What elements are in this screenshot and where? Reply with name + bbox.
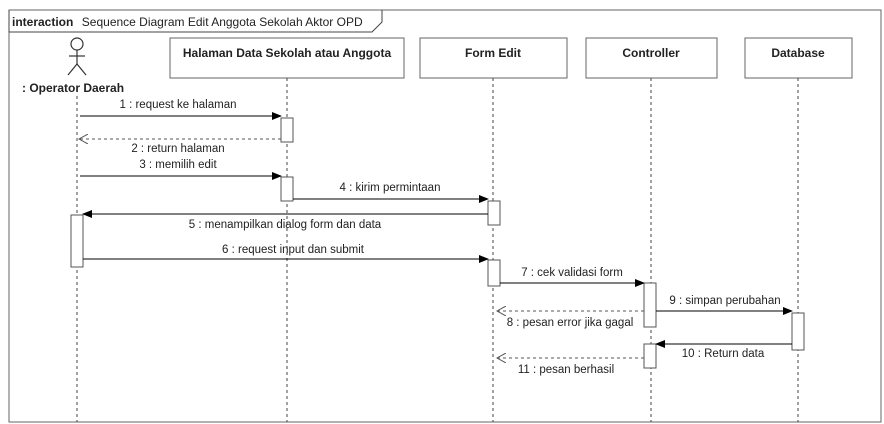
message-label-8: 8 : pesan error jika gagal <box>507 317 634 329</box>
message-label-7: 7 : cek validasi form <box>521 267 623 279</box>
lifeline-head-form: Form Edit <box>419 37 568 79</box>
frame-tab <box>8 10 383 33</box>
stick-figure-actor-icon <box>67 37 87 76</box>
message-label-1: 1 : request ke halaman <box>120 99 237 111</box>
activation-halaman-1 <box>280 117 294 143</box>
lifeline-label-controller: Controller <box>622 46 680 60</box>
interaction-frame <box>8 9 882 423</box>
message-label-2: 2 : return halaman <box>131 143 224 155</box>
message-label-9: 9 : simpan perubahan <box>669 295 780 307</box>
lifeline-head-halaman: Halaman Data Sekolah atau Anggota <box>169 37 405 79</box>
activation-halaman-2 <box>280 176 294 202</box>
activation-form-2 <box>487 259 501 287</box>
message-label-6: 6 : request input dan submit <box>222 244 365 256</box>
message-label-11: 11 : pesan berhasil <box>518 364 614 376</box>
frame-title: Sequence Diagram Edit Anggota Sekolah Ak… <box>82 15 363 29</box>
activation-database <box>791 312 805 351</box>
message-label-4: 4 : kirim permintaan <box>340 182 441 194</box>
activation-controller-1 <box>643 282 657 328</box>
svg-text:interaction Sequence Diagr: interaction Sequence Diagram Edit Anggot… <box>12 13 363 30</box>
lifeline-head-controller: Controller <box>585 37 718 79</box>
lifeline-head-database: Database <box>744 37 853 79</box>
message-label-5: 5 : menampilkan dialog form dan data <box>189 219 382 231</box>
lifeline-label-database: Database <box>771 46 825 60</box>
activation-actor <box>70 214 84 268</box>
actor-label: : Operator Daerah <box>22 81 124 95</box>
lifeline-label-halaman: Halaman Data Sekolah atau Anggota <box>183 46 392 60</box>
message-label-3: 3 : memilih edit <box>139 159 217 171</box>
lifeline-label-form: Form Edit <box>465 46 521 60</box>
activation-controller-2 <box>643 343 657 369</box>
message-label-10: 10 : Return data <box>682 348 765 360</box>
activation-form-1 <box>487 200 501 226</box>
frame-keyword: interaction <box>12 15 73 29</box>
